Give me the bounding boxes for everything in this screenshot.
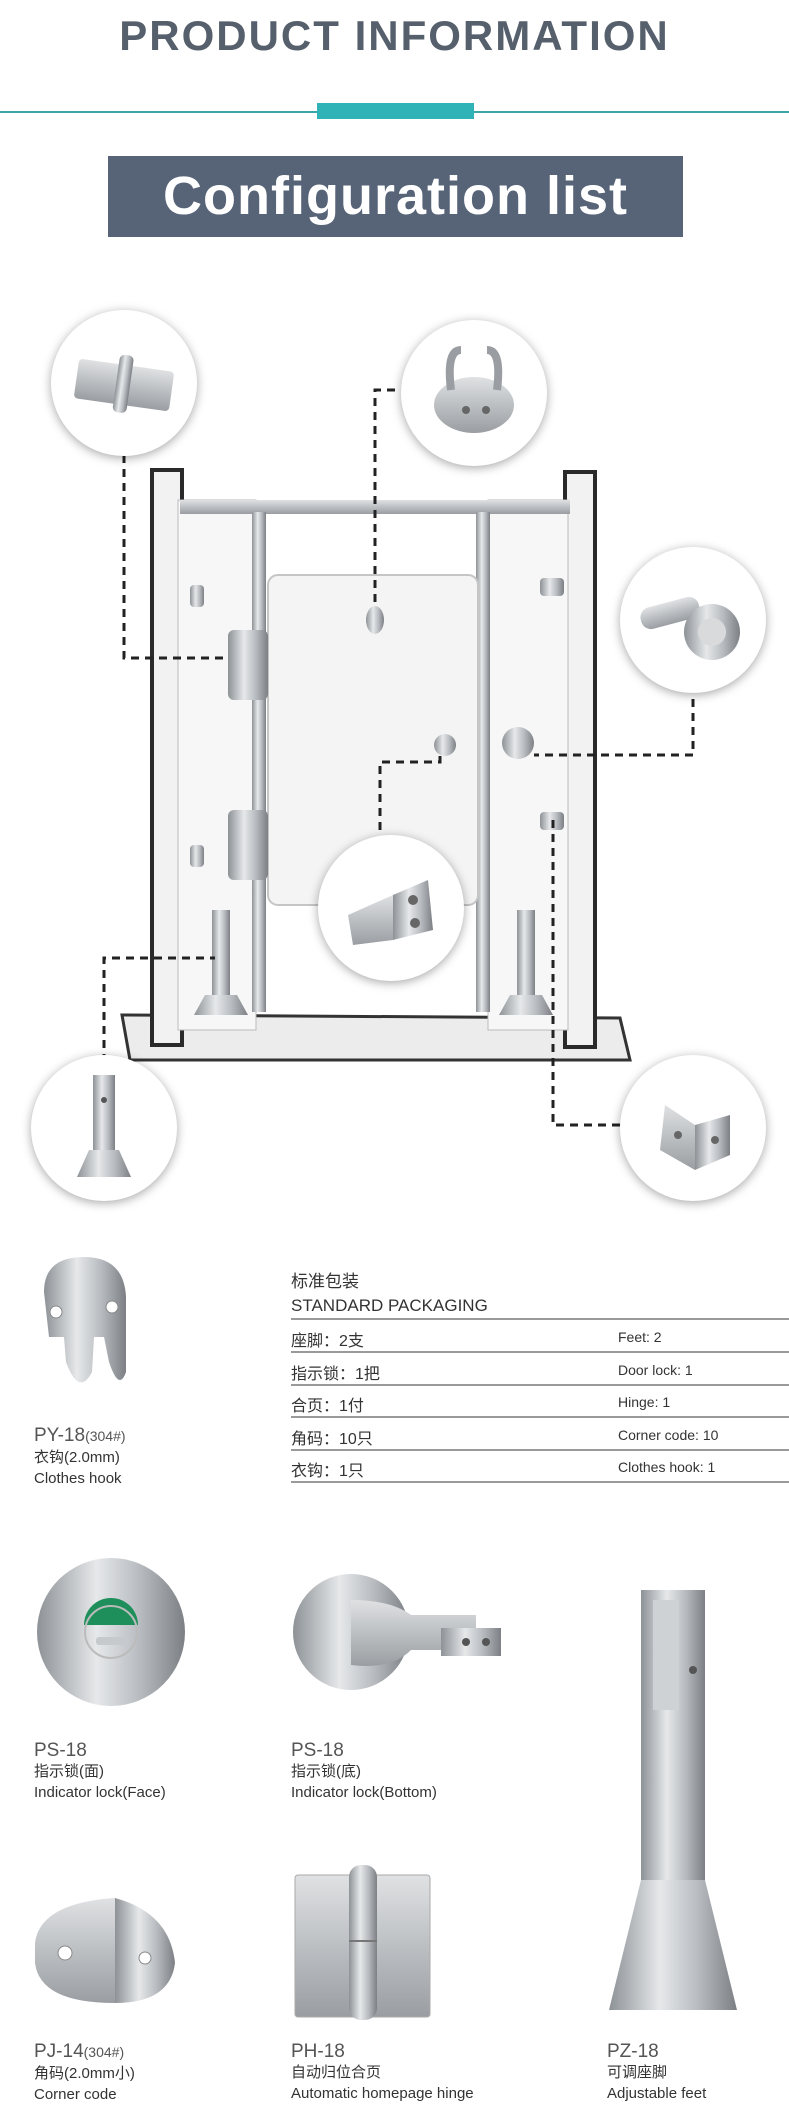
- product-model: PS-18: [34, 1740, 87, 1761]
- corner-code-callout: [318, 835, 464, 981]
- product-label: PY-18(304#) 衣钩(2.0mm) Clothes hook: [34, 1425, 126, 1489]
- configuration-diagram: [0, 300, 789, 1210]
- product-name-en: Indicator lock(Face): [34, 1784, 166, 1801]
- divider-accent: [317, 103, 474, 119]
- product-image-clothes-hook: [34, 1252, 152, 1397]
- packaging-item-en: Clothes hook: 1: [618, 1459, 716, 1475]
- section-banner: Configuration list: [108, 156, 683, 237]
- product-name-en: Corner code: [34, 2086, 117, 2103]
- packaging-item-en: Feet: 2: [618, 1329, 662, 1345]
- packaging-row: 座脚：2支 Feet: 2: [291, 1320, 789, 1353]
- packaging-item-en: Hinge: 1: [618, 1394, 671, 1410]
- product-name-cn: 指示锁(底): [291, 1763, 361, 1780]
- product-model: PH-18: [291, 2041, 345, 2062]
- product-image-indicator-lock-face: [34, 1555, 189, 1710]
- packaging-item-cn: 角码：10只: [291, 1430, 373, 1448]
- product-image-hinge: [293, 1863, 433, 2023]
- product-label: PZ-18 可调座脚 Adjustable feet: [607, 2041, 706, 2104]
- product-model: PJ-14: [34, 2041, 84, 2062]
- product-name-cn: 角码(2.0mm小): [34, 2065, 135, 2082]
- product-model: PZ-18: [607, 2041, 659, 2062]
- product-name-en: Indicator lock(Bottom): [291, 1784, 437, 1801]
- product-name-en: Adjustable feet: [607, 2085, 707, 2102]
- packaging-title-cn: 标准包装: [291, 1272, 359, 1291]
- product-image-indicator-lock-bottom: [291, 1560, 521, 1705]
- product-name-cn: 衣钩(2.0mm): [34, 1449, 120, 1466]
- product-spec: (304#): [83, 2044, 125, 2060]
- product-label: PS-18 指示锁(底) Indicator lock(Bottom): [291, 1740, 437, 1803]
- hinge-callout: [51, 310, 197, 456]
- product-spec: (304#): [85, 1428, 126, 1444]
- product-label: PS-18 指示锁(面) Indicator lock(Face): [34, 1740, 166, 1803]
- product-model: PS-18: [291, 1740, 344, 1761]
- packaging-row: 衣钩：1只 Clothes hook: 1: [291, 1450, 789, 1483]
- partition-illustration: [102, 388, 695, 1127]
- product-label: PJ-14(304#) 角码(2.0mm小) Corner code: [34, 2041, 135, 2105]
- divider: [291, 1318, 789, 1320]
- page-title: PRODUCT INFORMATION: [119, 12, 670, 59]
- product-name-en: Clothes hook: [34, 1470, 122, 1487]
- packaging-item-en: Corner code: 10: [618, 1426, 719, 1443]
- clothes-hook-callout: [401, 320, 547, 466]
- product-model: PY-18: [34, 1425, 86, 1446]
- foot-callout: [31, 1055, 177, 1201]
- product-name-en: Automatic homepage hinge: [291, 2085, 474, 2102]
- product-name-cn: 自动归位合页: [291, 2064, 382, 2081]
- corner-bracket-callout: [620, 1055, 766, 1201]
- packaging-title-en: STANDARD PACKAGING: [291, 1296, 488, 1315]
- product-name-cn: 指示锁(面): [34, 1763, 104, 1780]
- product-image-adjustable-feet: [605, 1590, 745, 2020]
- packaging-item-cn: 座脚：2支: [291, 1333, 364, 1350]
- packaging-item-cn: 合页：1付: [291, 1398, 364, 1415]
- product-label: PH-18 自动归位合页 Automatic homepage hinge: [291, 2041, 474, 2104]
- packaging-item-en: Door lock: 1: [618, 1361, 693, 1378]
- packaging-item-cn: 衣钩：1只: [291, 1463, 364, 1480]
- indicator-lock-callout: [620, 547, 766, 693]
- product-image-corner-code: [30, 1893, 180, 2008]
- packaging-row: 角码：10只 Corner code: 10: [291, 1418, 789, 1451]
- packaging-row: 指示锁：1把 Door lock: 1: [291, 1353, 789, 1386]
- packaging-item-cn: 指示锁：1把: [291, 1365, 380, 1383]
- packaging-row: 合页：1付 Hinge: 1: [291, 1385, 789, 1418]
- product-name-cn: 可调座脚: [607, 2064, 668, 2081]
